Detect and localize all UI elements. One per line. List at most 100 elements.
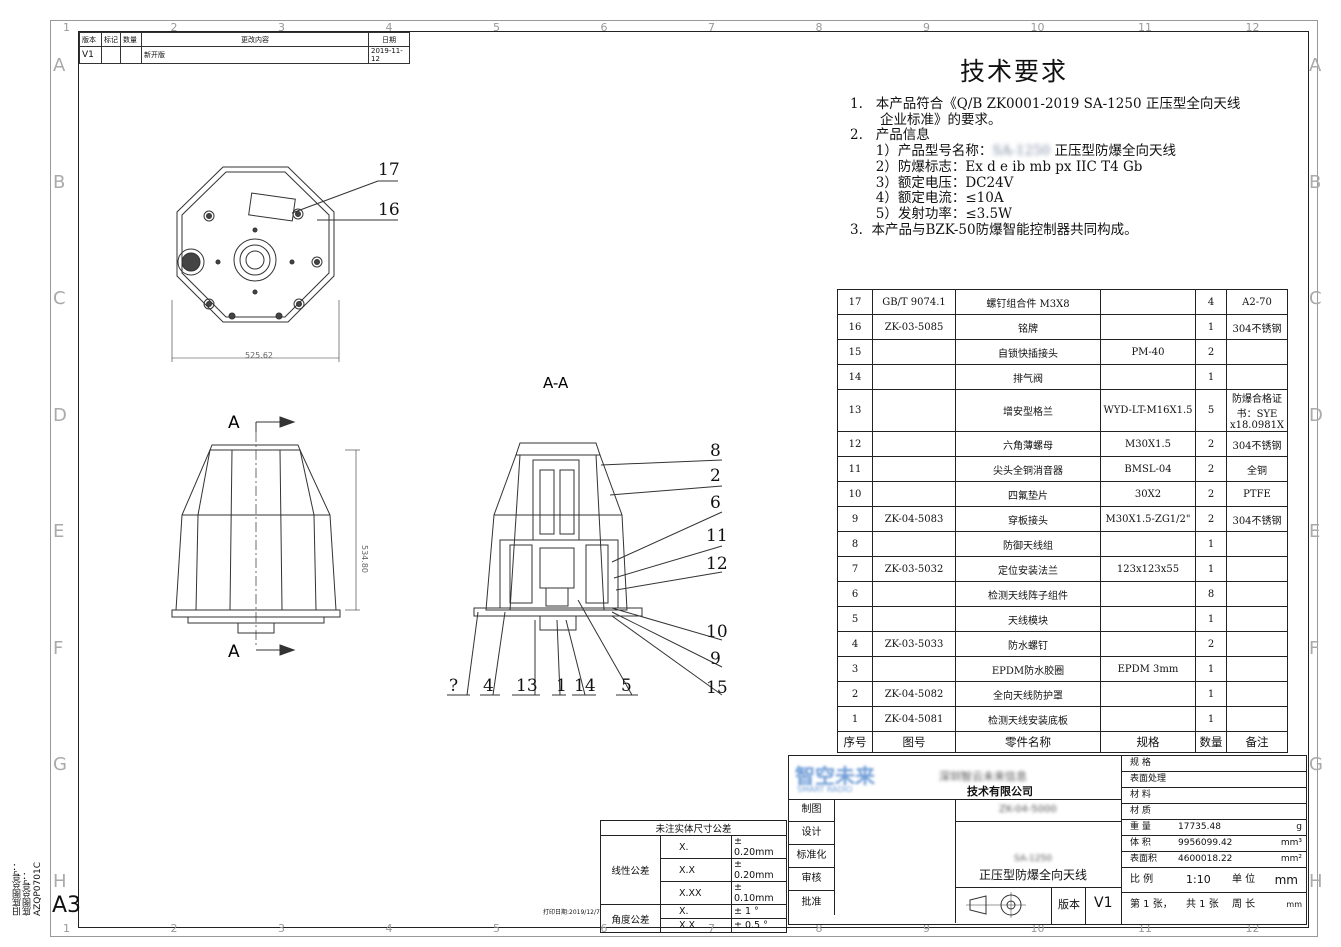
bom-cell: 1: [1195, 556, 1227, 582]
zone-col-label: 1: [63, 21, 70, 34]
callout: 12: [706, 554, 728, 574]
callout: 11: [706, 526, 728, 546]
bom-cell: 防水螺钉: [955, 631, 1101, 657]
bom-cell: ZK-03-5033: [872, 631, 956, 657]
tol-cell: ± 0.20mm: [731, 835, 787, 859]
bom-cell: [1100, 531, 1196, 557]
zone-col-label: 12: [1245, 21, 1260, 34]
drawing-no: ZK-04-5000: [999, 804, 1057, 815]
callout: 10: [706, 622, 728, 642]
bom-header-cell: 数量: [1195, 731, 1227, 753]
bom-cell: [1226, 606, 1288, 632]
top-view: [171, 166, 398, 362]
bom-header-cell: 序号: [837, 731, 873, 753]
company-redacted: 深圳智云未来信息: [939, 770, 1027, 783]
zone-col-label: 11: [1138, 21, 1152, 34]
bom-cell: [1226, 581, 1288, 607]
callout: 14: [574, 676, 596, 696]
weight-value: 17735.48: [1178, 822, 1221, 832]
bom-cell: 定位安装法兰: [955, 556, 1101, 582]
bom-cell: M30X1.5-ZG1/2": [1100, 506, 1196, 532]
zone-row-label: E: [53, 521, 65, 542]
zone-col-label: 12: [1245, 922, 1260, 935]
bom-cell: [872, 606, 956, 632]
callout: 8: [710, 441, 721, 461]
sheet-size: A3: [52, 893, 82, 918]
bom-cell: 6: [837, 581, 873, 607]
callout: 15: [706, 678, 728, 698]
bom-cell: 增安型格兰: [955, 389, 1101, 432]
bom-cell: EPDM 3mm: [1100, 656, 1196, 682]
bom-header-cell: 规格: [1100, 731, 1196, 753]
bom-cell: 13: [837, 389, 873, 432]
zone-col-label: 8: [815, 21, 823, 34]
bom-cell: 5: [1195, 389, 1227, 432]
bom-cell: [872, 431, 956, 457]
zone-row-label: E: [1309, 521, 1321, 542]
zone-col-label: 3: [278, 21, 285, 34]
bom-cell: PTFE: [1226, 481, 1288, 507]
bom-cell: 2: [837, 681, 873, 707]
bom-cell: [1100, 581, 1196, 607]
tech-req-text: 1. 本产品符合《Q/B ZK0001-2019 SA-1250 正压型全向天线…: [850, 96, 1241, 238]
bom-cell: [1226, 556, 1288, 582]
callout: 9: [710, 649, 721, 669]
zone-col-label: 11: [1138, 922, 1152, 935]
bom-cell: 8: [1195, 581, 1227, 607]
zone-col-label: 5: [493, 922, 500, 935]
company: 技术有限公司: [967, 785, 1033, 798]
zone-row-label: D: [1309, 404, 1323, 426]
bom-cell: 304不锈钢: [1226, 431, 1288, 457]
linear-label: 线性公差: [600, 835, 661, 905]
bom-cell: 123x123x55: [1100, 556, 1196, 582]
bom-cell: 5: [837, 606, 873, 632]
bom-cell: M30X1.5: [1100, 431, 1196, 457]
print-date: 打印日期:2019/12/7: [543, 909, 600, 916]
cut-label-top: A: [228, 413, 240, 433]
callout: 2: [710, 466, 721, 486]
bom-cell: [872, 389, 956, 432]
bom-cell: [872, 339, 956, 365]
tol-cell: X.X: [660, 918, 732, 933]
bom-cell: [872, 364, 956, 390]
bom-cell: [872, 531, 956, 557]
bom-cell: 1: [1195, 706, 1227, 732]
bom-cell: ZK-04-5083: [872, 506, 956, 532]
bom-cell: 304不锈钢: [1226, 314, 1288, 340]
bom-cell: [1226, 706, 1288, 732]
bom-cell: 4: [1195, 289, 1227, 315]
bom-cell: 防爆合格证书：SYE x18.0981X: [1226, 389, 1288, 432]
bom-cell: 7: [837, 556, 873, 582]
tol-cell: ± 0.20mm: [731, 858, 787, 882]
rev-cell: 2019-11-12: [368, 46, 410, 64]
tol-cell: X.X: [660, 858, 732, 882]
bom-cell: ZK-04-5081: [872, 706, 956, 732]
bom-cell: [1100, 314, 1196, 340]
bom-cell: BMSL-04: [1100, 456, 1196, 482]
zone-row-label: C: [1309, 288, 1322, 309]
bom-cell: [1100, 364, 1196, 390]
tol-cell: ± 0.5 °: [731, 918, 787, 933]
bom-cell: [1226, 531, 1288, 557]
zone-col-label: 10: [1030, 922, 1045, 935]
bom-cell: 15: [837, 339, 873, 365]
bom-cell: 1: [1195, 531, 1227, 557]
callout: 1: [556, 676, 567, 696]
bom-cell: 17: [837, 289, 873, 315]
bom-cell: [1226, 681, 1288, 707]
bom-cell: 自锁快插接头: [955, 339, 1101, 365]
product-model: SA-1250: [1014, 854, 1052, 864]
bom-cell: ZK-03-5085: [872, 314, 956, 340]
callout: 4: [483, 676, 494, 696]
bom-cell: WYD-LT-M16X1.5: [1100, 389, 1196, 432]
zone-col-label: 4: [385, 922, 393, 935]
zone-row-label: F: [1309, 637, 1320, 659]
bom-cell: A2-70: [1226, 289, 1288, 315]
